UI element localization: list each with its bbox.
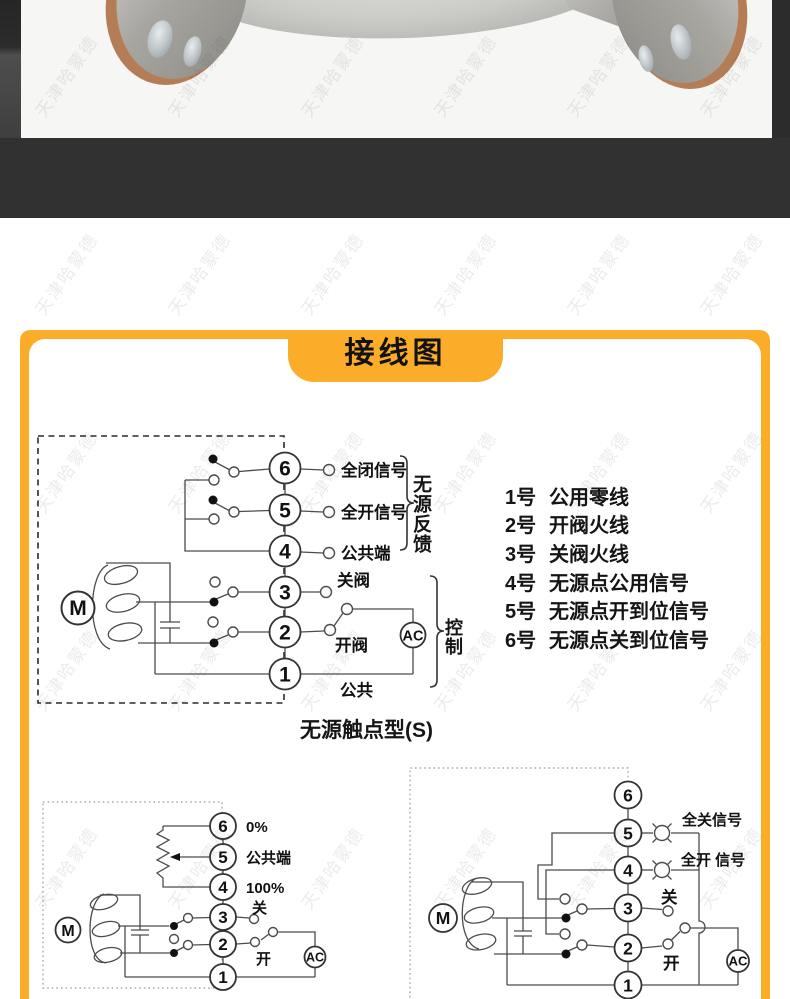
svg-text:开: 开 xyxy=(256,951,271,968)
svg-text:0%: 0% xyxy=(246,819,268,836)
svg-text:关阀: 关阀 xyxy=(337,570,370,590)
svg-text:关: 关 xyxy=(252,899,267,917)
svg-text:M: M xyxy=(436,908,451,928)
svg-text:3: 3 xyxy=(623,899,633,919)
svg-text:全开 信号: 全开 信号 xyxy=(680,851,745,869)
switch-contacts xyxy=(207,454,354,648)
right-dark-bar xyxy=(772,0,790,138)
legend-row: 4号无源点公用信号 xyxy=(505,567,755,596)
legend-terminal-desc: 无源点开到位信号 xyxy=(549,601,709,624)
svg-text:2: 2 xyxy=(218,935,227,954)
switch-contacts xyxy=(168,912,279,957)
valve-body-shape xyxy=(187,0,621,46)
svg-text:公共端: 公共端 xyxy=(246,849,291,867)
svg-text:关: 关 xyxy=(661,887,678,907)
svg-text:5: 5 xyxy=(279,500,291,523)
terminal-circles: 6 5 4 3 2 1 xyxy=(209,812,237,991)
legend-row: 6号无源点关到位信号 xyxy=(505,624,755,653)
ac-symbol: AC xyxy=(726,949,750,973)
lamp-symbols xyxy=(652,823,672,880)
svg-text:AC: AC xyxy=(306,951,324,965)
dashed-enclosure xyxy=(37,435,285,704)
svg-text:3: 3 xyxy=(279,582,291,605)
legend-row: 1号公用零线 xyxy=(505,481,755,510)
legend-terminal-desc: 开阀火线 xyxy=(549,515,629,538)
svg-text:全关信号: 全关信号 xyxy=(681,811,742,829)
control-group-label: 控制 xyxy=(443,618,463,656)
dark-divider-band xyxy=(0,138,790,218)
svg-text:2: 2 xyxy=(623,939,633,959)
terminal-legend: 1号公用零线 2号开阀火线 3号关阀火线 4号无源点公用信号 5号无源点开到位信… xyxy=(505,481,755,653)
svg-text:全开信号: 全开信号 xyxy=(340,502,407,522)
svg-text:公共端: 公共端 xyxy=(341,543,391,563)
svg-text:M: M xyxy=(69,597,87,620)
svg-text:4: 4 xyxy=(218,878,228,897)
legend-terminal-desc: 无源点公用信号 xyxy=(549,572,689,595)
svg-text:1: 1 xyxy=(279,664,291,687)
svg-text:6: 6 xyxy=(279,458,291,481)
svg-text:5: 5 xyxy=(623,824,633,844)
legend-terminal-number: 4号 xyxy=(505,572,537,595)
ac-symbol: AC xyxy=(399,621,427,649)
bottom-right-wiring-diagram: M AC 6 5 4 3 2 1 全关信号 全开 信号 关 开 xyxy=(409,767,750,999)
main-wiring-diagram: M AC 6 5 4 3 2 1 全闭信号 全开信号 公共端 关阀 开阀 公共 xyxy=(37,435,445,704)
svg-text:6: 6 xyxy=(623,786,633,806)
section-title-tab: 接线图 xyxy=(288,330,503,382)
svg-text:1: 1 xyxy=(623,976,633,996)
svg-text:公共: 公共 xyxy=(340,681,374,700)
svg-text:3: 3 xyxy=(218,908,227,927)
diagram-labels: 0% 公共端 100% 关 开 xyxy=(246,819,291,968)
svg-text:1: 1 xyxy=(218,968,227,987)
legend-row: 5号无源点开到位信号 xyxy=(505,595,755,624)
main-diagram-caption: 无源触点型(S) xyxy=(300,719,433,742)
svg-text:6: 6 xyxy=(218,817,227,836)
potentiometer-wiper-arrow xyxy=(170,853,180,861)
svg-text:开阀: 开阀 xyxy=(335,635,368,655)
legend-row: 2号开阀火线 xyxy=(505,510,755,539)
motor-symbol: M xyxy=(60,590,96,626)
legend-terminal-number: 1号 xyxy=(505,486,537,509)
ac-symbol: AC xyxy=(303,945,327,969)
legend-terminal-desc: 关阀火线 xyxy=(549,543,629,566)
wiring-diagram-panel: 接线图 xyxy=(20,330,770,999)
terminal-circles: 6 5 4 3 2 1 xyxy=(613,780,643,999)
diagram-labels: 全闭信号 全开信号 公共端 关阀 开阀 公共 xyxy=(335,460,407,700)
svg-text:AC: AC xyxy=(729,954,748,969)
legend-row: 3号关阀火线 xyxy=(505,538,755,567)
motor-coil xyxy=(103,564,143,642)
svg-text:AC: AC xyxy=(403,629,424,645)
legend-terminal-number: 3号 xyxy=(505,543,537,566)
svg-text:M: M xyxy=(61,923,74,940)
svg-text:4: 4 xyxy=(623,861,633,881)
svg-text:2: 2 xyxy=(279,622,291,645)
motor-symbol: M xyxy=(54,916,82,944)
group-braces xyxy=(399,455,445,688)
section-title: 接线图 xyxy=(344,337,447,370)
legend-terminal-number: 5号 xyxy=(505,601,537,624)
product-photo-section xyxy=(0,0,790,138)
legend-terminal-number: 6号 xyxy=(505,629,537,652)
legend-terminal-number: 2号 xyxy=(505,515,537,538)
svg-text:全闭信号: 全闭信号 xyxy=(340,460,407,480)
diagram-labels: 全关信号 全开 信号 关 开 xyxy=(661,811,745,973)
svg-text:100%: 100% xyxy=(246,880,284,897)
switch-contacts xyxy=(559,893,691,959)
svg-text:4: 4 xyxy=(279,541,291,564)
motor-coil xyxy=(89,893,123,964)
wires xyxy=(89,825,316,978)
dotted-enclosure xyxy=(409,767,629,999)
legend-terminal-desc: 公用零线 xyxy=(549,486,629,509)
legend-terminal-desc: 无源点关到位信号 xyxy=(549,629,709,652)
left-dark-bar xyxy=(0,0,21,138)
feedback-group-label: 无源反馈 xyxy=(410,474,431,554)
bottom-left-wiring-diagram: M AC 6 5 4 3 2 1 0% 公共端 100% 关 开 xyxy=(42,801,327,991)
svg-text:5: 5 xyxy=(218,848,227,867)
motor-coil xyxy=(461,877,497,951)
valve-product-photo xyxy=(21,0,772,138)
terminal-circles: 6 5 4 3 2 1 xyxy=(268,451,302,691)
svg-text:开: 开 xyxy=(663,955,680,973)
motor-symbol: M xyxy=(428,903,458,933)
panel-content-area xyxy=(29,339,761,999)
